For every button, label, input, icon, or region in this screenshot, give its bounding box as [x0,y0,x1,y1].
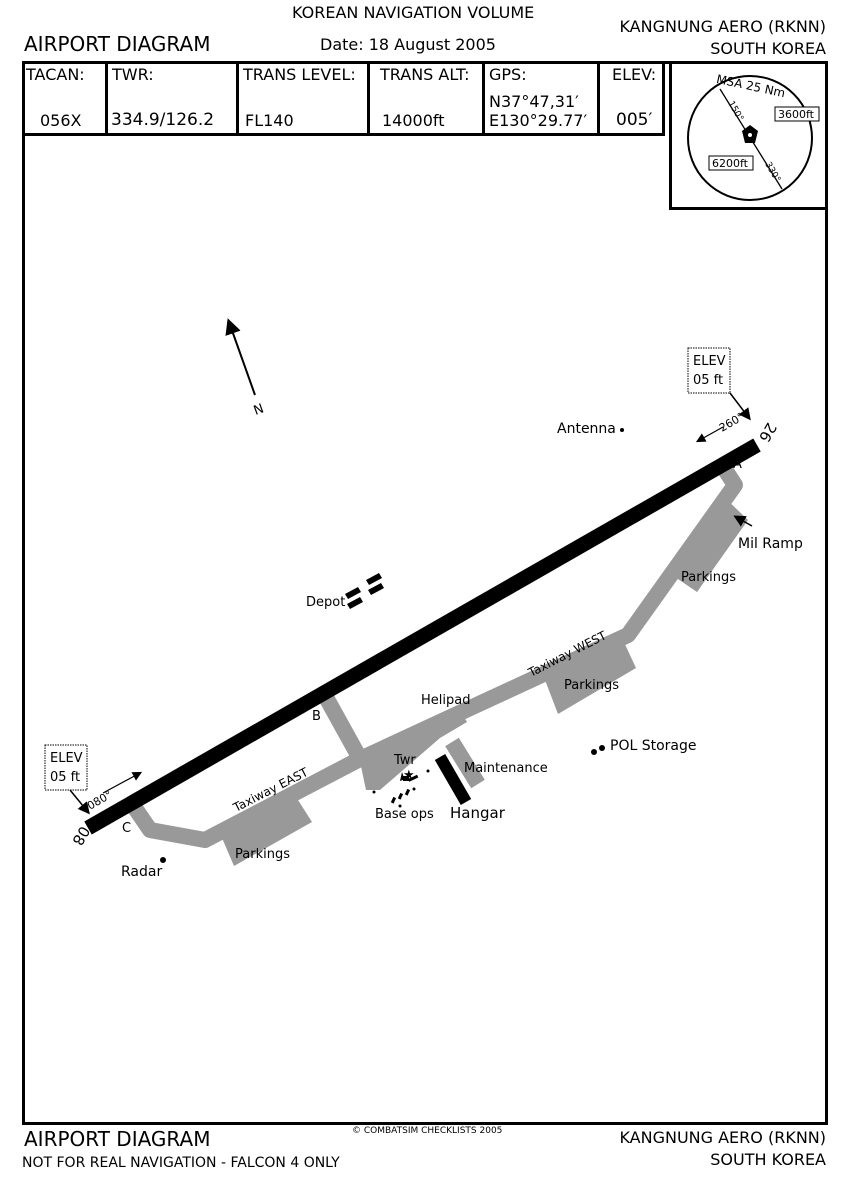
maintenance-apron[interactable] [445,737,485,789]
mil-ramp-apron[interactable] [672,495,748,592]
hangar-building [434,753,472,806]
gps-label: GPS: [489,65,527,84]
msa-diagram: MSA 25 Nm 150° 330° 3600ft 6200ft [687,72,820,201]
base-ops-buildings [372,769,430,808]
footer-airport: KANGNUNG AERO (RKNN) [619,1128,826,1147]
mil-ramp-label: Mil Ramp [738,536,803,552]
radar-label: Radar [121,864,162,880]
msa-alt-east: 3600ft [778,108,815,121]
mil-ramp-arrow [733,515,753,527]
elev-box-label: ELEV [693,354,726,369]
elev-box-08: ELEV 05 ft [44,744,90,815]
trans-alt-value: 14000ft [382,111,445,130]
twr-cell: TWR: 334.9/126.2 [108,61,239,133]
helipad-label: Helipad [421,693,470,708]
volume-title: KOREAN NAVIGATION VOLUME [292,3,535,22]
helipad-apron[interactable] [358,706,467,790]
pol-dot-2 [599,745,605,751]
trans-alt-label: TRANS ALT: [380,65,470,84]
elev-box-value: 05 ft [50,770,80,785]
gps-lat: N37°47,31′ [489,92,579,111]
taxiway-a-label: A [733,457,742,472]
tower-label: Twr [393,753,416,768]
msa-alt-west: 6200ft [712,157,749,170]
hdg-260-label: 260° [717,410,746,435]
antenna-dot [620,428,624,432]
pol-storage-label: POL Storage [610,738,697,754]
parkings-west-label: Parkings [564,678,619,693]
info-bar: TACAN: 056X TWR: 334.9/126.2 TRANS LEVEL… [22,61,665,136]
base-ops-label: Base ops [375,807,434,822]
footer-disclaimer: NOT FOR REAL NAVIGATION - FALCON 4 ONLY [22,1155,340,1171]
depot-label: Depot [306,595,345,610]
tacan-cell: TACAN: 056X [22,61,108,133]
msa-box: MSA 25 Nm 150° 330° 3600ft 6200ft [669,61,828,210]
hdg-260-arrow [695,426,724,443]
taxiways [128,457,748,866]
parkings-mil-label: Parkings [681,570,736,585]
footer-copyright: © COMBATSIM CHECKLISTS 2005 [352,1126,503,1136]
elev-label: ELEV: [612,65,657,84]
diagram-frame [22,61,828,1125]
gps-lon: E130°29.77′ [489,111,588,130]
footer-title: AIRPORT DIAGRAM [24,1127,211,1151]
maintenance-label: Maintenance [464,761,548,776]
gps-cell: GPS: N37°47,31′ E130°29.77′ [485,61,600,133]
country: SOUTH KOREA [710,39,826,58]
elev-cell: ELEV: 005′ [600,61,665,133]
taxiway-network[interactable] [128,457,743,848]
taxiway-c-label: C [122,821,131,836]
north-arrow-icon [225,318,256,396]
north-label: N [251,399,265,416]
trans-alt-cell: TRANS ALT: 14000ft [370,61,485,133]
parkings-east-apron[interactable] [222,800,312,866]
elev-box-label: ELEV [50,751,83,766]
chart-date: Date: 18 August 2005 [320,35,496,54]
taxiway-b-label: B [312,709,321,724]
msa-sector-west-box [708,155,754,171]
msa-sector-east-box [774,106,820,122]
twr-label: TWR: [112,65,154,84]
msa-circle [687,75,813,201]
tower-star-icon: ★ [403,768,415,783]
tacan-value: 056X [40,111,82,130]
tacan-center [748,133,752,137]
hangar-label: Hangar [450,804,506,822]
elev-box-value: 05 ft [693,373,723,388]
elev-box-26: ELEV 05 ft [687,347,751,421]
rwy-26-label: 26 [755,419,780,445]
parkings-west-apron[interactable] [545,638,636,714]
map-labels: A B C Taxiway EAST Taxiway WEST Parkings… [121,421,803,880]
parkings-east-label: Parkings [235,847,290,862]
antenna-label: Antenna [557,421,616,437]
pol-dot-1 [591,749,597,755]
twr-value: 334.9/126.2 [111,110,215,130]
tacan-label: TACAN: [26,65,85,84]
airport-name: KANGNUNG AERO (RKNN) [619,17,826,36]
trans-level-label: TRANS LEVEL: [243,65,356,84]
footer-country: SOUTH KOREA [710,1150,826,1169]
runway-08-26[interactable] [84,438,761,835]
elev-value: 005′ [616,110,653,130]
page-title: AIRPORT DIAGRAM [24,32,211,56]
depot-buildings [345,573,384,609]
radar-dot [160,857,166,863]
taxiway-b[interactable] [315,686,365,759]
trans-level-cell: TRANS LEVEL: FL140 [239,61,370,133]
trans-level-value: FL140 [245,111,294,130]
hdg-080-arrow [102,771,143,794]
